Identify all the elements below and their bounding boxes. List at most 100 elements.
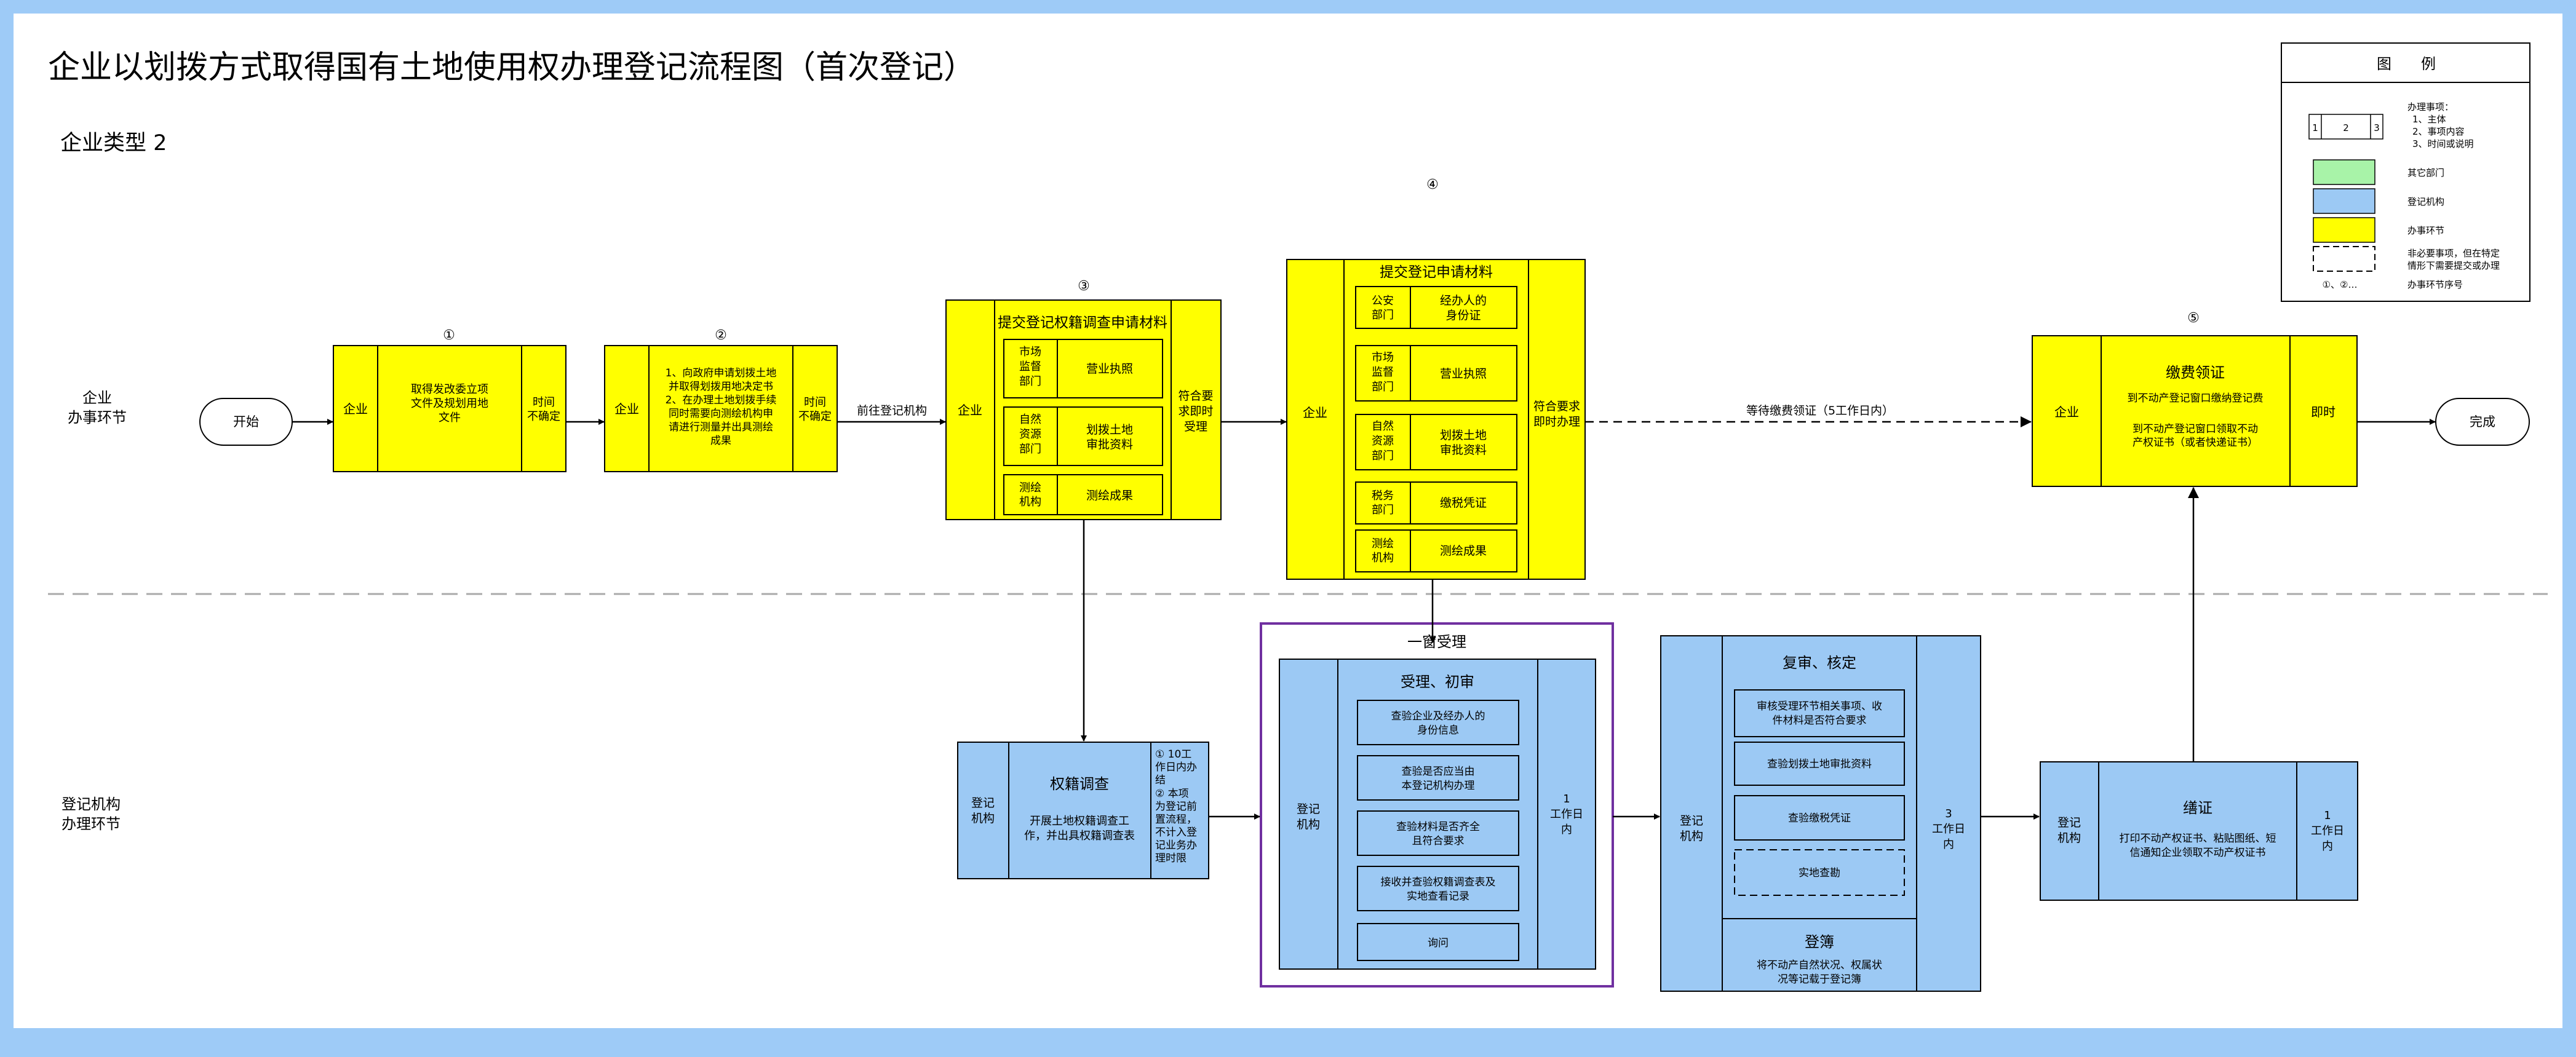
svg-text:1: 1 bbox=[1563, 793, 1570, 806]
review-item: 查验划拨土地审批资料 bbox=[1734, 742, 1905, 786]
label-to-registry: 前往登记机构 bbox=[857, 404, 927, 418]
svg-text:机构: 机构 bbox=[1372, 552, 1394, 564]
legend-swatch-yellow bbox=[2313, 217, 2375, 243]
step-4-row: 公安 部门 经办人的 身份证 bbox=[1355, 286, 1517, 329]
svg-text:查验是否应当由: 查验是否应当由 bbox=[1402, 766, 1475, 778]
svg-text:文件: 文件 bbox=[439, 411, 461, 424]
svg-text:公安: 公安 bbox=[1372, 295, 1394, 307]
svg-text:企业: 企业 bbox=[343, 402, 368, 416]
window-acceptance-group: 一窗受理 登记 机构 受理、初审 1 工作日 内 查验企业及经办人的 身份信息 … bbox=[1260, 622, 1614, 988]
svg-text:内: 内 bbox=[1943, 838, 1954, 851]
svg-text:作日内办: 作日内办 bbox=[1155, 761, 1197, 774]
window-item: 询问 bbox=[1357, 923, 1519, 961]
survey-box: 登记 机构 权籍调查 开展土地权籍调查工 作，并出具权籍调查表 ① 10工 作日… bbox=[957, 742, 1209, 879]
svg-text:非必要事项，但在特定: 非必要事项，但在特定 bbox=[2407, 248, 2500, 259]
svg-text:登记: 登记 bbox=[971, 796, 995, 810]
svg-text:文件及规划用地: 文件及规划用地 bbox=[411, 397, 488, 410]
review-box: 登记 机构 复审、核定 3 工作日 内 审核受理环节相关事项、收 件材料是否符合… bbox=[1660, 635, 1981, 992]
svg-text:件材料是否符合要求: 件材料是否符合要求 bbox=[1773, 715, 1867, 727]
svg-text:经办人的: 经办人的 bbox=[1440, 294, 1487, 307]
step-1-number: ① bbox=[443, 328, 455, 343]
svg-text:登簿: 登簿 bbox=[1805, 933, 1834, 951]
svg-text:监督: 监督 bbox=[1372, 366, 1394, 379]
svg-text:机构: 机构 bbox=[1680, 829, 1703, 843]
svg-text:作，并出具权籍调查表: 作，并出具权籍调查表 bbox=[1024, 829, 1135, 842]
svg-text:成果: 成果 bbox=[710, 435, 731, 447]
svg-text:机构: 机构 bbox=[1019, 496, 1041, 509]
svg-text:登记: 登记 bbox=[2057, 816, 2081, 829]
svg-text:置流程，: 置流程， bbox=[1155, 814, 1197, 826]
svg-text:提交登记权籍调查申请材料: 提交登记权籍调查申请材料 bbox=[998, 315, 1167, 331]
svg-text:机构: 机构 bbox=[2057, 831, 2081, 845]
svg-text:办事环节: 办事环节 bbox=[68, 409, 127, 426]
svg-text:不确定: 不确定 bbox=[798, 410, 832, 423]
svg-text:图 例: 图 例 bbox=[2377, 55, 2436, 73]
svg-text:符合要求: 符合要求 bbox=[1533, 400, 1580, 413]
svg-text:市场: 市场 bbox=[1372, 351, 1394, 364]
review-item: 审核受理环节相关事项、收 件材料是否符合要求 bbox=[1734, 689, 1905, 737]
start-node: 开始 bbox=[199, 398, 293, 446]
svg-text:监督: 监督 bbox=[1019, 360, 1041, 373]
svg-text:到不动产登记窗口领取不动: 到不动产登记窗口领取不动 bbox=[2133, 423, 2258, 435]
svg-text:部门: 部门 bbox=[1372, 504, 1394, 517]
svg-text:部门: 部门 bbox=[1372, 309, 1394, 322]
svg-text:提交登记申请材料: 提交登记申请材料 bbox=[1380, 264, 1493, 280]
svg-text:接收并查验权籍调查表及: 接收并查验权籍调查表及 bbox=[1381, 876, 1496, 889]
step-5-box: 企业 缴费领证 到不动产登记窗口缴纳登记费 到不动产登记窗口领取不动 产权证书（… bbox=[2032, 335, 2358, 487]
svg-text:2、在办理土地划拨手续: 2、在办理土地划拨手续 bbox=[666, 394, 777, 406]
step-4-number: ④ bbox=[1426, 177, 1439, 192]
step-1-box: 企业 取得发改委立项 文件及规划用地 文件 时间 不确定 bbox=[333, 345, 566, 472]
svg-text:为登记前: 为登记前 bbox=[1155, 801, 1197, 813]
step-3-box: 企业 提交登记权籍调查申请材料 符合要 求即时 受理 市场 监督 部门 营业执照… bbox=[945, 299, 1222, 520]
svg-text:①、②…: ①、②… bbox=[2323, 279, 2358, 290]
svg-text:办事环节序号: 办事环节序号 bbox=[2407, 279, 2463, 290]
svg-text:身份证: 身份证 bbox=[1445, 309, 1481, 322]
svg-text:企业: 企业 bbox=[82, 389, 112, 406]
label-wait-fee: 等待缴费领证（5工作日内） bbox=[1746, 404, 1894, 418]
svg-text:测绘: 测绘 bbox=[1372, 537, 1394, 550]
svg-text:登记机构: 登记机构 bbox=[62, 796, 121, 813]
svg-text:记业务办: 记业务办 bbox=[1155, 839, 1197, 852]
svg-text:机构: 机构 bbox=[971, 812, 995, 825]
svg-text:缴费领证: 缴费领证 bbox=[2166, 364, 2225, 381]
svg-text:企业: 企业 bbox=[1303, 405, 1327, 420]
svg-text:办理环节: 办理环节 bbox=[62, 815, 121, 833]
svg-text:实地查看记录: 实地查看记录 bbox=[1407, 890, 1469, 903]
legend-swatch-blue bbox=[2313, 188, 2375, 214]
step-3-row: 自然 资源 部门 划拨土地 审批资料 bbox=[1003, 406, 1163, 466]
svg-text:复审、核定: 复审、核定 bbox=[1783, 654, 1856, 671]
svg-text:① 10工: ① 10工 bbox=[1155, 748, 1191, 761]
svg-text:测绘: 测绘 bbox=[1019, 481, 1041, 494]
step-3-row: 测绘 机构 测绘成果 bbox=[1003, 474, 1163, 515]
svg-text:取得发改委立项: 取得发改委立项 bbox=[411, 383, 488, 396]
svg-text:其它部门: 其它部门 bbox=[2407, 167, 2444, 178]
svg-text:部门: 部门 bbox=[1019, 443, 1041, 456]
svg-text:况等记载于登记簿: 况等记载于登记簿 bbox=[1778, 973, 1861, 986]
svg-text:并取得划拨用地决定书: 并取得划拨用地决定书 bbox=[669, 381, 773, 393]
step-5-number: ⑤ bbox=[2187, 311, 2200, 326]
svg-text:即时办理: 即时办理 bbox=[1533, 415, 1580, 429]
svg-text:查验划拨土地审批资料: 查验划拨土地审批资料 bbox=[1767, 758, 1872, 770]
svg-text:审批资料: 审批资料 bbox=[1440, 443, 1487, 457]
svg-text:请进行测量并出具测绘: 请进行测量并出具测绘 bbox=[669, 421, 773, 433]
svg-text:工作日: 工作日 bbox=[1932, 823, 1965, 836]
step-2-number: ② bbox=[715, 328, 727, 343]
review-item: 查验缴税凭证 bbox=[1734, 795, 1905, 841]
window-item: 查验企业及经办人的 身份信息 bbox=[1357, 700, 1519, 745]
svg-text:3: 3 bbox=[1945, 807, 1952, 820]
svg-text:工作日: 工作日 bbox=[2311, 825, 2344, 837]
svg-text:办事环节: 办事环节 bbox=[2407, 225, 2444, 236]
legend-swatch-dashed bbox=[2313, 246, 2375, 272]
svg-text:3: 3 bbox=[2374, 122, 2380, 133]
svg-text:工作日: 工作日 bbox=[1550, 808, 1583, 821]
lane-enterprise-label: 企业 办事环节 bbox=[68, 389, 127, 426]
svg-text:查验材料是否齐全: 查验材料是否齐全 bbox=[1396, 821, 1480, 833]
svg-text:受理、初审: 受理、初审 bbox=[1401, 673, 1474, 691]
svg-text:营业执照: 营业执照 bbox=[1440, 367, 1487, 381]
svg-text:企业: 企业 bbox=[2054, 405, 2079, 419]
step-3-number: ③ bbox=[1078, 279, 1090, 294]
svg-text:将不动产自然状况、权属状: 将不动产自然状况、权属状 bbox=[1757, 959, 1882, 972]
page-subtitle: 企业类型 2 bbox=[60, 131, 167, 156]
connectors bbox=[292, 416, 2436, 820]
svg-text:且符合要求: 且符合要求 bbox=[1412, 835, 1465, 847]
